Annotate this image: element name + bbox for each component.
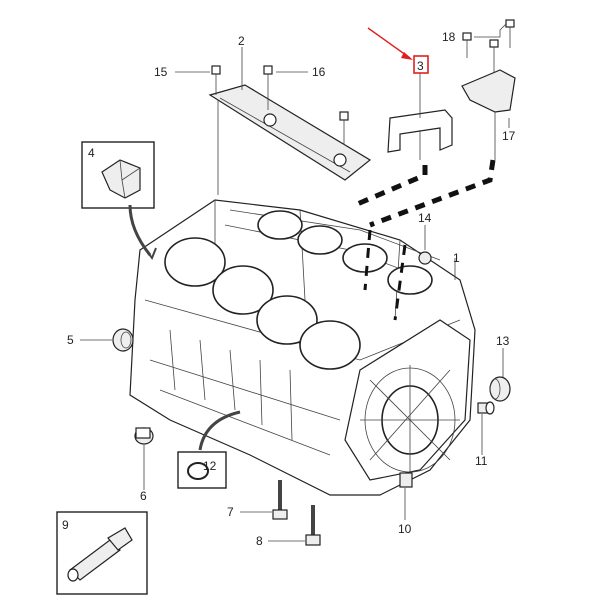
inset-part-4 — [81, 141, 157, 261]
callout-8: 8 — [256, 534, 263, 548]
plug-part-14 — [418, 251, 432, 265]
bolt-part-16 — [263, 65, 273, 110]
callout-18: 18 — [442, 30, 456, 44]
bolt-part-18-b — [505, 19, 515, 48]
assembly-dash-part-3 — [354, 165, 428, 208]
callout-2: 2 — [238, 34, 245, 48]
highlight-box-callout-3 — [413, 55, 429, 74]
cover-plate-part-2 — [208, 84, 372, 195]
callout-15: 15 — [154, 65, 168, 79]
assembly-dash-part-17 — [369, 159, 496, 228]
callout-5: 5 — [67, 333, 74, 347]
leader-lines — [80, 23, 510, 542]
bolt-part-18-c — [489, 39, 499, 72]
bolt-small-cover — [339, 111, 349, 145]
callout-4: 4 — [88, 146, 95, 160]
inset-part-9 — [56, 511, 148, 595]
bracket-part-17 — [461, 69, 516, 160]
callout-13: 13 — [496, 334, 510, 348]
bolt-part-15 — [211, 65, 221, 95]
callout-3: 3 — [417, 59, 424, 73]
plug-part-10 — [399, 472, 413, 488]
plug-part-6 — [134, 427, 154, 445]
bolt-part-7 — [272, 480, 288, 520]
bolt-part-8 — [305, 505, 321, 546]
callout-11: 11 — [475, 454, 488, 468]
callout-1: 1 — [453, 251, 460, 265]
callout-9: 9 — [62, 518, 69, 532]
inset-part-12 — [177, 410, 241, 489]
callout-7: 7 — [227, 505, 234, 519]
callout-16: 16 — [312, 65, 326, 79]
assembly-dash-vertical-a — [393, 244, 407, 321]
engine-block — [129, 199, 476, 496]
plug-part-13 — [489, 376, 511, 402]
highlight-arrow — [367, 27, 413, 60]
callout-10: 10 — [398, 522, 412, 536]
bracket-part-3 — [387, 109, 453, 160]
plug-part-5 — [112, 328, 134, 352]
plug-part-11 — [477, 401, 495, 415]
callout-12: 12 — [203, 459, 217, 473]
callout-14: 14 — [418, 211, 432, 225]
bolt-part-18-a — [462, 32, 472, 58]
callout-6: 6 — [140, 489, 147, 503]
callout-17: 17 — [502, 129, 516, 143]
